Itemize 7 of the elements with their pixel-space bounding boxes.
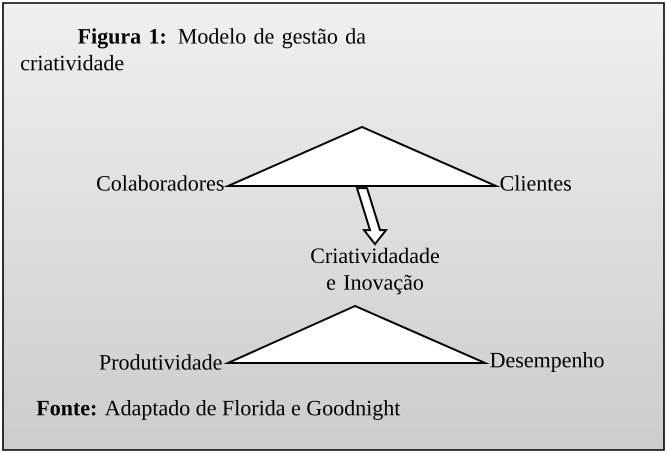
figure-title: Figura 1: Modelo de gestão da criatividade [21,28,366,70]
node-label: Clientes [500,175,571,191]
node-label: Colaboradores [97,175,224,191]
source-note: Fonte: Adaptado de Florida e Goodnight [36,400,400,420]
node-label: Desempenho [490,352,604,372]
node-label: Produtividade [100,354,222,370]
node-label: Criatividadade e Inovação [311,248,439,294]
